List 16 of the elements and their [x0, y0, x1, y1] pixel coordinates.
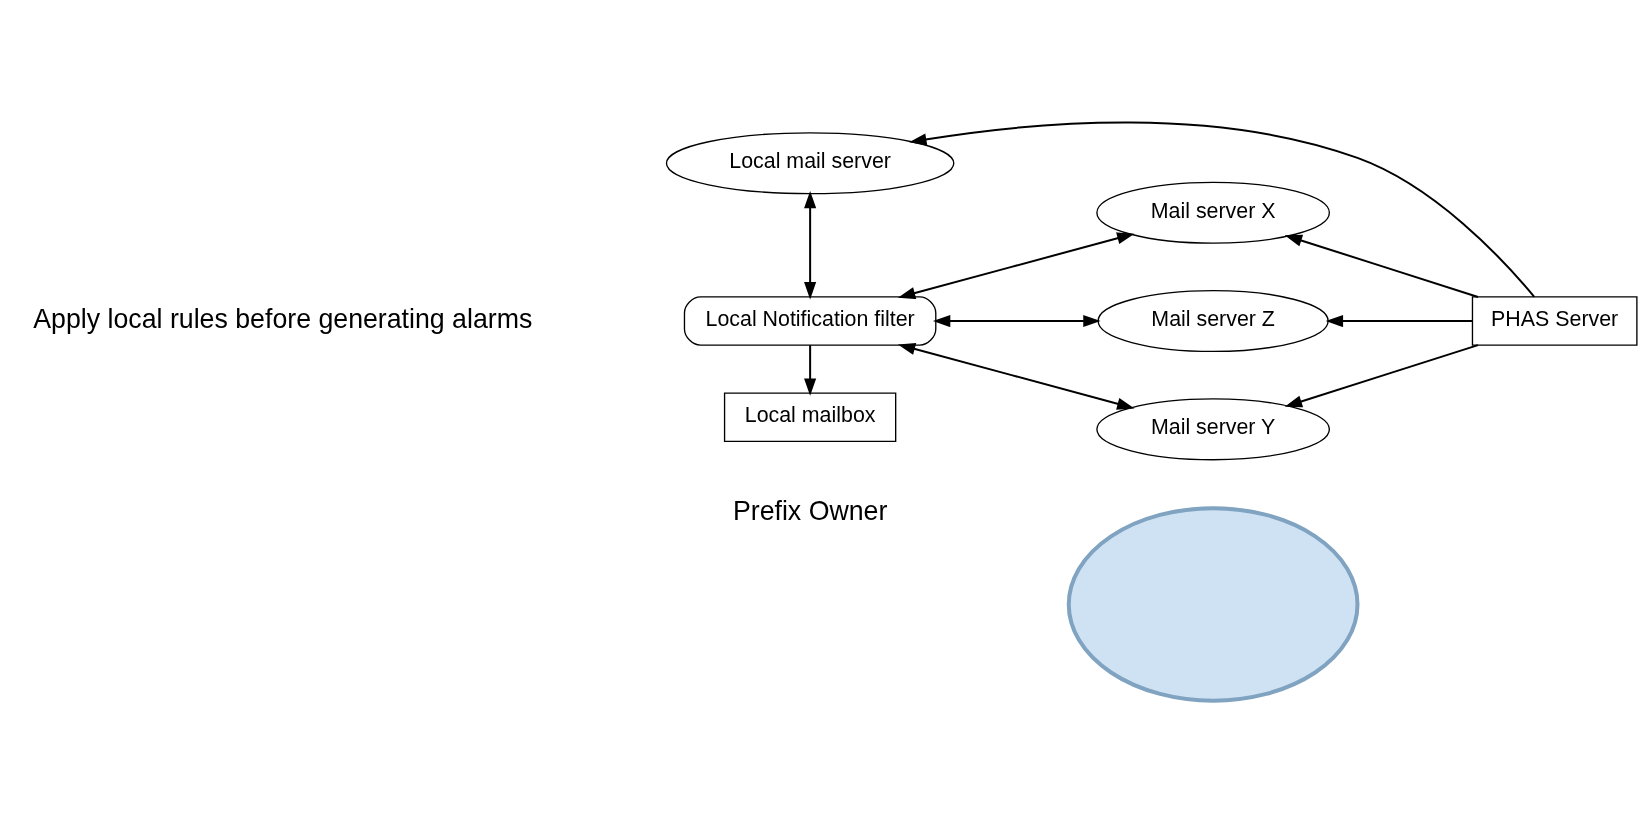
arrow [909, 121, 1536, 297]
arrow [1325, 314, 1473, 327]
arrow [1284, 343, 1479, 407]
arrow [932, 314, 1101, 327]
arrow [1284, 234, 1479, 298]
arrow [897, 342, 1135, 410]
label: Apply local rules before generating alarms [33, 303, 533, 334]
node-cloud [1066, 505, 1360, 703]
label: Prefix Owner [732, 495, 888, 526]
node-box: Local mailbox [723, 392, 897, 442]
arrow [804, 344, 817, 396]
node-box: Local Notification filter [683, 295, 937, 346]
arrow [804, 190, 817, 299]
node-box: PHAS Server [1471, 295, 1638, 346]
arrow [897, 231, 1135, 299]
node-ellipse: Mail server Z [1097, 289, 1329, 352]
